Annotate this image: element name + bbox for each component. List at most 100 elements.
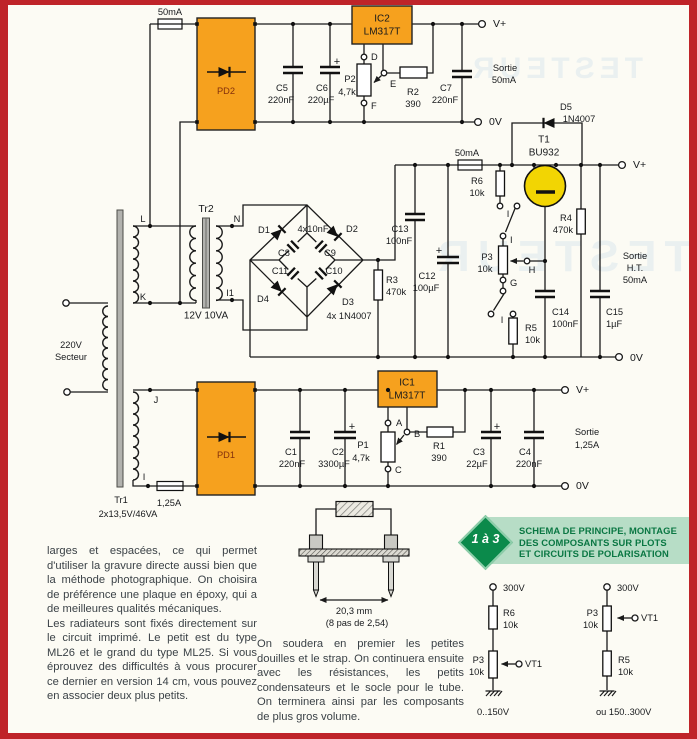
- rectifier-pd2: [196, 17, 256, 131]
- circuit-board: [298, 548, 410, 557]
- capacitor-c11: [286, 266, 300, 281]
- tr1-primary-coil: [102, 305, 109, 391]
- schematic-label: C: [395, 465, 402, 475]
- pin-left: [313, 561, 319, 591]
- schematic-label: D2: [346, 224, 358, 234]
- schematic-label: ou 150..300V: [596, 707, 652, 717]
- transistor-t1: [523, 164, 567, 208]
- page-frame-right: [689, 0, 697, 739]
- diode-d2: [325, 224, 343, 242]
- plot-i3: [499, 232, 507, 240]
- schematic-label: Sortie: [623, 251, 647, 261]
- page-frame-bottom: [0, 733, 697, 739]
- schematic-label: 10k: [583, 620, 598, 630]
- schematic-label: 4x10nF: [297, 224, 328, 234]
- terminal-vplus-ht: [617, 160, 627, 170]
- schematic-label: VT1: [525, 659, 542, 669]
- schematic-label: D3: [342, 297, 354, 307]
- schematic-label: D5: [560, 102, 572, 112]
- plot-i4: [487, 310, 495, 318]
- banner-line: SCHEMA DE PRINCIPE, MONTAGE: [519, 525, 677, 536]
- schematic-label: 10k: [618, 667, 633, 677]
- schematic-label: VT1: [641, 613, 658, 623]
- p2-wiper-arrow: [373, 75, 382, 83]
- mechanical-drawing: [298, 500, 410, 603]
- schematic-label: BU932: [529, 148, 560, 159]
- schematic-label: Sortie: [493, 63, 517, 73]
- resistors: [356, 63, 612, 679]
- schematic-label: 220V: [60, 340, 83, 350]
- schematic-label: V+: [576, 384, 589, 396]
- tr2-secondary-coil: [215, 225, 223, 302]
- schematic-label: +: [334, 56, 340, 68]
- schematic-label: B: [414, 429, 420, 439]
- schematic-label: C5: [276, 83, 288, 93]
- page-frame-top: [0, 0, 697, 5]
- schematic-label: 10k: [525, 335, 540, 345]
- terminal-vplus-bottom: [560, 385, 570, 395]
- schematic-label: I: [143, 472, 146, 482]
- terminal-mains-1: [62, 299, 70, 307]
- schematic-label: 390: [405, 99, 421, 109]
- junction-dots: [145, 21, 603, 489]
- schematic-label: I1: [226, 288, 234, 298]
- mini-terminal-vt1-right: [631, 614, 639, 622]
- schematic-label: 100nF: [386, 236, 413, 246]
- schematic-label: 300V: [617, 583, 640, 593]
- schematic-label: V+: [493, 18, 506, 30]
- plot-e: [380, 69, 388, 77]
- schematic-label: 10k: [469, 667, 484, 677]
- paragraph: Les radiateurs sont fixés directement su…: [47, 617, 257, 703]
- mini-resistor-r5: [602, 650, 612, 677]
- resistor-r5: [508, 317, 518, 345]
- schematic-label: 220nF: [516, 459, 543, 469]
- schematic-label: 0V: [489, 116, 502, 128]
- p1-wiper-arrow: [395, 434, 405, 445]
- diode-bridge: [269, 224, 343, 297]
- schematic-label: P3: [473, 655, 484, 665]
- potentiometer-p1: [380, 431, 396, 463]
- schematic-label: H.T.: [627, 263, 644, 273]
- schematic-label: H: [529, 265, 536, 275]
- schematic-label: 100nF: [552, 319, 579, 329]
- plot-a: [384, 419, 392, 427]
- mini-terminal-300v-left: [489, 583, 497, 591]
- plot-b: [403, 428, 411, 436]
- schematic-label: I: [510, 235, 513, 245]
- schematic-label: 4,7k: [338, 87, 356, 97]
- paragraph: On soudera en premier les petites douill…: [257, 638, 464, 723]
- plot-g: [499, 276, 507, 284]
- resistor-r6: [495, 170, 506, 197]
- schematic-label: C15: [606, 307, 623, 317]
- schematic-label: R6: [471, 176, 483, 186]
- schematic-label: P3: [481, 252, 492, 262]
- ground-icon: [484, 690, 503, 697]
- schematic-label: 12V 10VA: [184, 311, 229, 322]
- page-frame-left: [0, 0, 8, 739]
- schematic-label: R4: [560, 213, 572, 223]
- schematic-label: R2: [407, 87, 419, 97]
- schematic-label: 0V: [576, 480, 589, 492]
- mini-terminal-300v-right: [603, 583, 611, 591]
- mini-terminal-vt1-left: [515, 660, 523, 668]
- schematic-label: 0V: [630, 352, 643, 364]
- schematic-label: 50mA: [158, 7, 183, 17]
- regulator-ic2: [351, 5, 413, 45]
- schematic-label: IC1: [399, 378, 415, 389]
- wiper-arrows: [373, 75, 632, 667]
- plot-switch-arm: [492, 208, 516, 311]
- terminal-mains-2: [63, 388, 71, 396]
- schematic-label: 50mA: [492, 75, 517, 85]
- terminals: [62, 19, 639, 668]
- schematic-label: C7: [440, 83, 452, 93]
- schematic-label: IC2: [374, 14, 390, 25]
- schematic-label: C8: [278, 248, 290, 258]
- schematic-label: 300V: [503, 583, 526, 593]
- schematic-label: 50mA: [623, 275, 648, 285]
- resistor-r2: [399, 66, 428, 79]
- plot-c: [384, 465, 392, 473]
- plot-h: [523, 257, 531, 265]
- terminal-0v-bottom: [560, 481, 570, 491]
- schematic-label: Sortie: [575, 427, 599, 437]
